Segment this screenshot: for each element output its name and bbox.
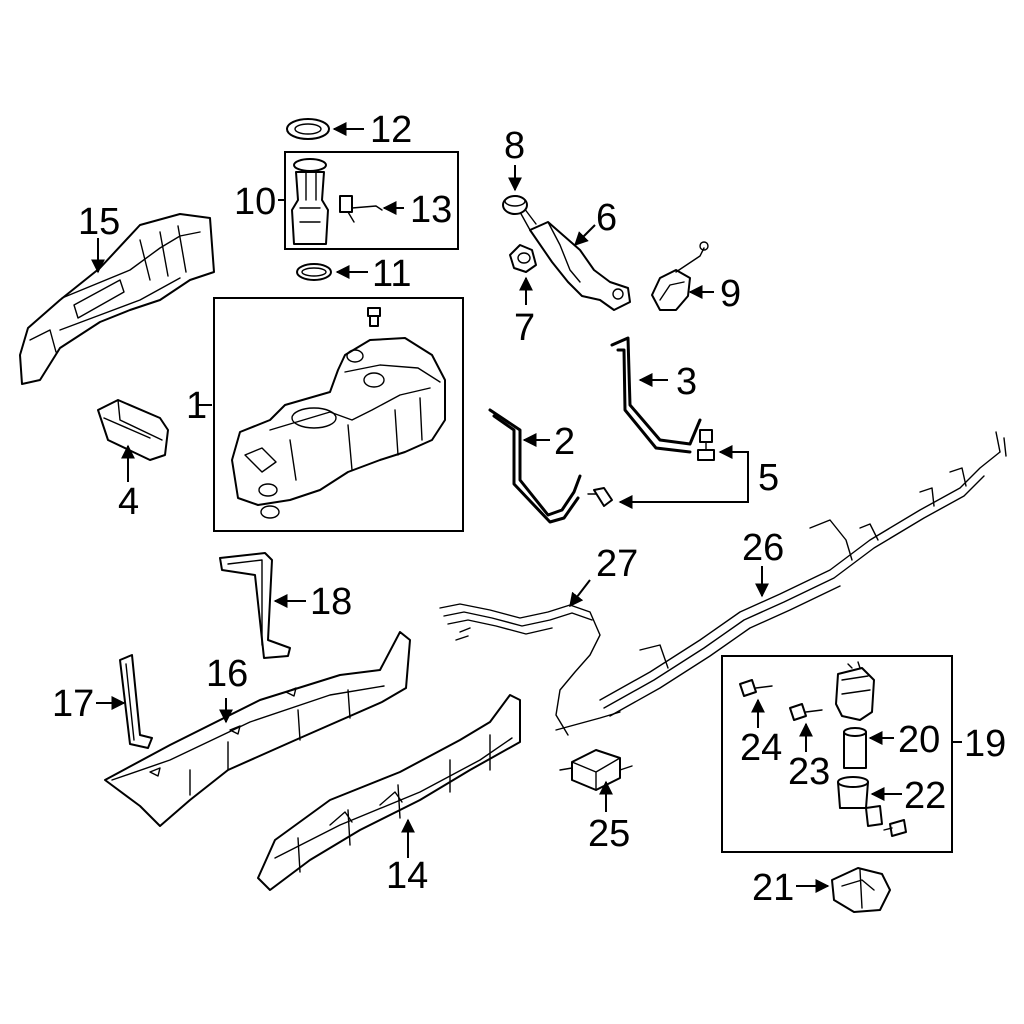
bracket-21 [796, 867, 891, 913]
callout-1: 1 [186, 385, 207, 427]
callout-20: 20 [898, 719, 940, 761]
callout-9: 9 [720, 273, 741, 315]
clip-and-bolt [865, 805, 907, 837]
callout-10: 10 [234, 181, 276, 223]
callout-labels: 1 2 3 4 5 6 7 8 9 10 11 12 13 14 15 16 1… [52, 109, 1006, 909]
callout-12: 12 [370, 109, 412, 151]
filler-seal [502, 165, 528, 215]
callout-3: 3 [676, 361, 697, 403]
cup-22 [837, 776, 902, 809]
callout-13: 13 [410, 189, 452, 231]
fuel-tank [197, 307, 446, 519]
callout-4: 4 [118, 481, 139, 523]
bolt-23 [789, 703, 823, 752]
fuel-filter-housing [835, 661, 875, 721]
tank-strap-front [610, 336, 702, 454]
filler-housing [651, 241, 714, 311]
lower-shield-16 [104, 631, 411, 827]
vapor-valve [559, 749, 633, 812]
callout-14: 14 [386, 855, 428, 897]
callout-23: 23 [788, 751, 830, 793]
shield-strap-18 [219, 552, 306, 659]
fuel-filter-kit-box [721, 655, 953, 853]
callout-26: 26 [742, 527, 784, 569]
callout-22: 22 [904, 775, 946, 817]
fuel-lines-27 [439, 579, 601, 736]
callout-16: 16 [206, 653, 248, 695]
callout-7: 7 [514, 307, 535, 349]
callout-2: 2 [554, 421, 575, 463]
callout-24: 24 [740, 727, 782, 769]
filter-20 [843, 727, 894, 769]
filler-pipe [519, 207, 631, 311]
shield-strap-17 [96, 654, 153, 749]
fuel-level-sender [339, 195, 404, 223]
callout-6: 6 [596, 197, 617, 239]
pump-seal [296, 263, 368, 281]
callout-21: 21 [752, 867, 794, 909]
lock-ring [286, 118, 364, 140]
fuel-pump-module [278, 158, 329, 245]
callout-27: 27 [596, 543, 638, 585]
tank-strap-rear [488, 408, 582, 524]
lower-shield-14 [257, 694, 521, 891]
callout-17: 17 [52, 683, 94, 725]
callout-25: 25 [588, 813, 630, 855]
strap-bolts [587, 429, 749, 509]
callout-15: 15 [78, 201, 120, 243]
bolt-24 [739, 679, 773, 728]
upper-heat-shield [19, 213, 215, 385]
fuel-tank-box [213, 297, 464, 532]
callout-8: 8 [504, 125, 525, 167]
callout-5: 5 [758, 457, 779, 499]
callout-19: 19 [964, 723, 1006, 765]
fuel-lines-26 [555, 431, 1007, 731]
filler-pipe-clamp [509, 244, 537, 305]
callout-11: 11 [372, 253, 411, 295]
heat-shield-bracket [97, 399, 169, 482]
callout-18: 18 [310, 581, 352, 623]
